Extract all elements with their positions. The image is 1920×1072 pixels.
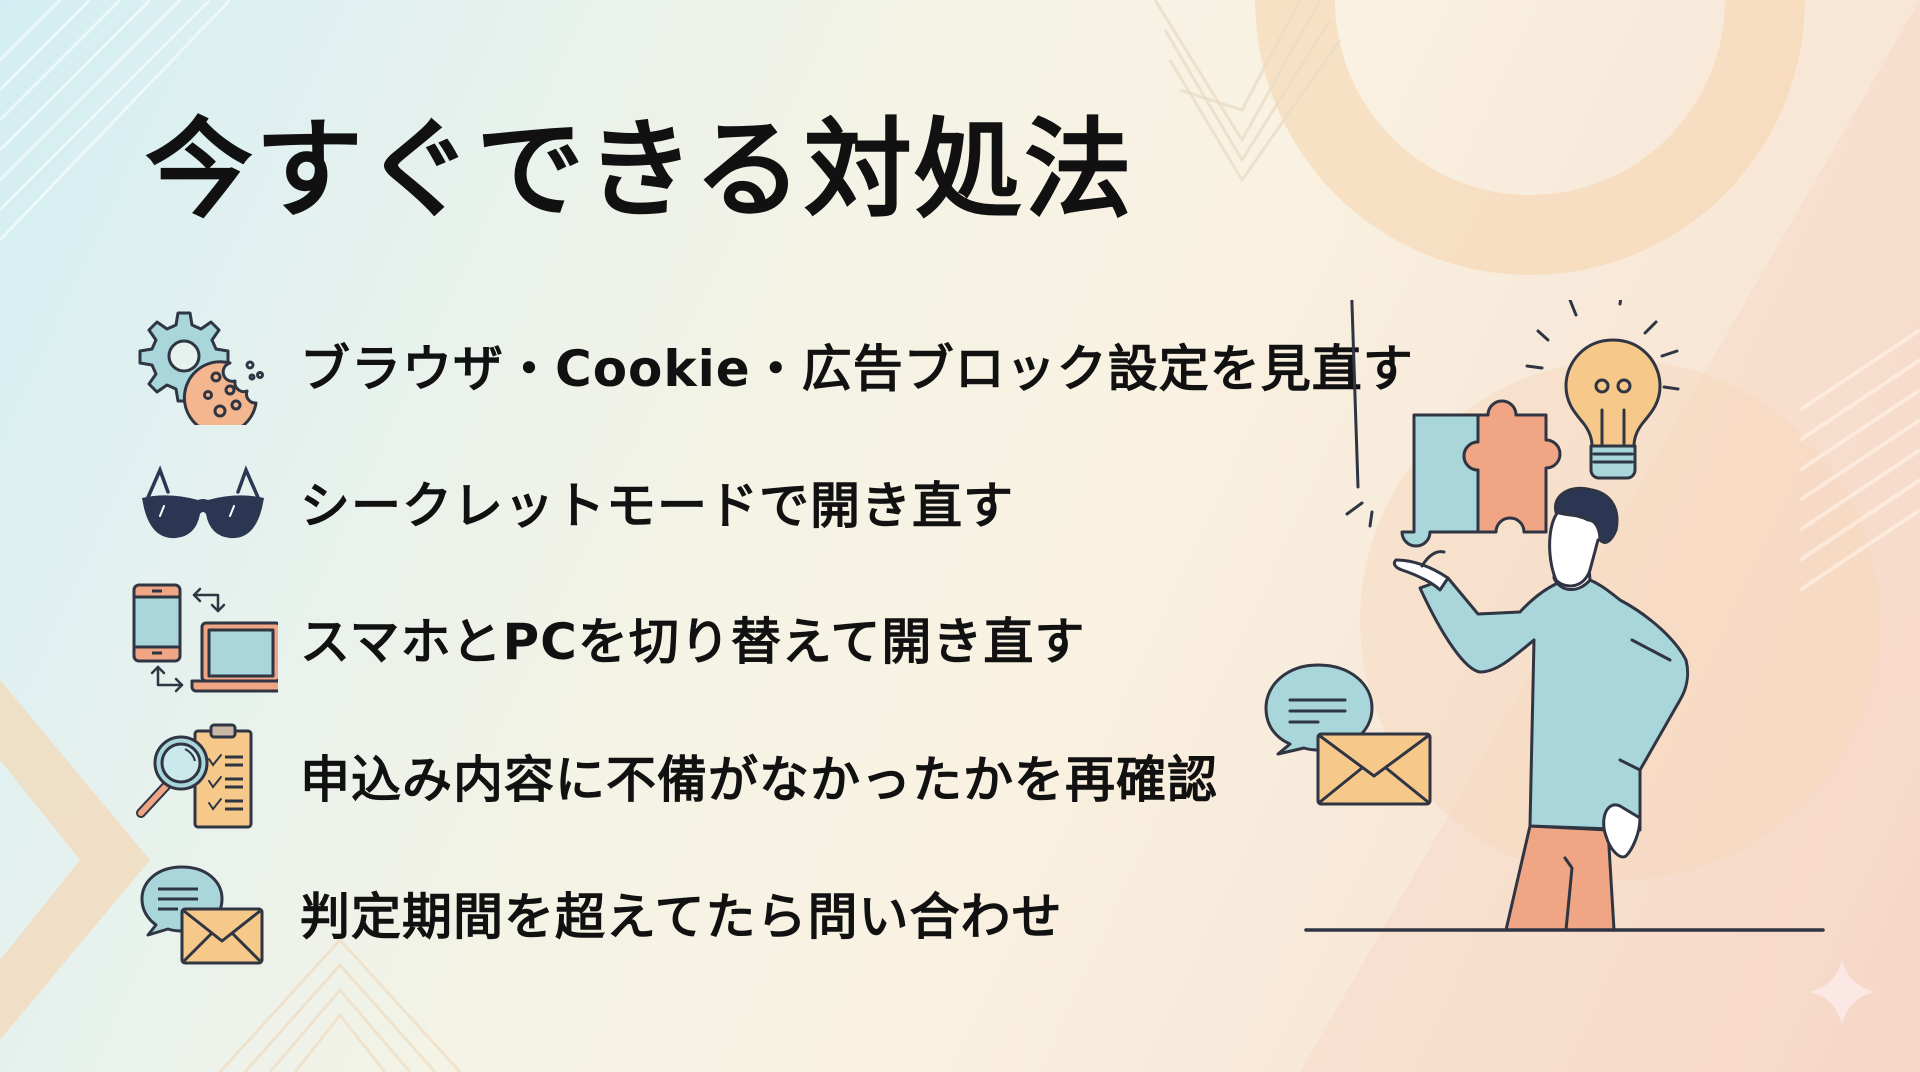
sparkle-icon — [1810, 960, 1875, 1025]
person-illustration — [1264, 300, 1825, 932]
lightbulb-icon — [1525, 300, 1680, 480]
chat-mail-icon — [125, 848, 280, 978]
chevron-pattern-top — [1153, 0, 1342, 183]
tip-text: 判定期間を超えてたら問い合わせ — [300, 888, 1063, 946]
magnifier-checklist-icon — [125, 711, 280, 841]
sunglasses-icon — [125, 437, 280, 567]
tip-text: 申込み内容に不備がなかったかを再確認 — [300, 751, 1218, 809]
envelope-icon — [1316, 732, 1432, 806]
phone-laptop-switch-icon — [125, 573, 280, 703]
puzzle-icon — [1400, 399, 1562, 548]
tip-item-browser-settings: ブラウザ・Cookie・広告ブロック設定を見直す — [125, 300, 1414, 430]
gear-cookie-icon — [125, 300, 280, 430]
tip-item-recheck-application: 申込み内容に不備がなかったかを再確認 — [125, 711, 1218, 841]
ring-arc-top — [1255, 0, 1805, 275]
tip-item-contact-support: 判定期間を超えてたら問い合わせ — [125, 848, 1063, 978]
person-figure — [1304, 486, 1825, 932]
chat-bubble-icon — [1264, 663, 1374, 756]
slide-title: 今すぐできる対処法 — [145, 108, 1134, 233]
tip-text: スマホとPCを切り替えて開き直す — [300, 613, 1086, 671]
tip-text: ブラウザ・Cookie・広告ブロック設定を見直す — [300, 340, 1414, 398]
tip-item-switch-device: スマホとPCを切り替えて開き直す — [125, 573, 1085, 703]
tip-text: シークレットモードで開き直す — [300, 477, 1014, 535]
tip-item-incognito: シークレットモードで開き直す — [125, 437, 1014, 567]
